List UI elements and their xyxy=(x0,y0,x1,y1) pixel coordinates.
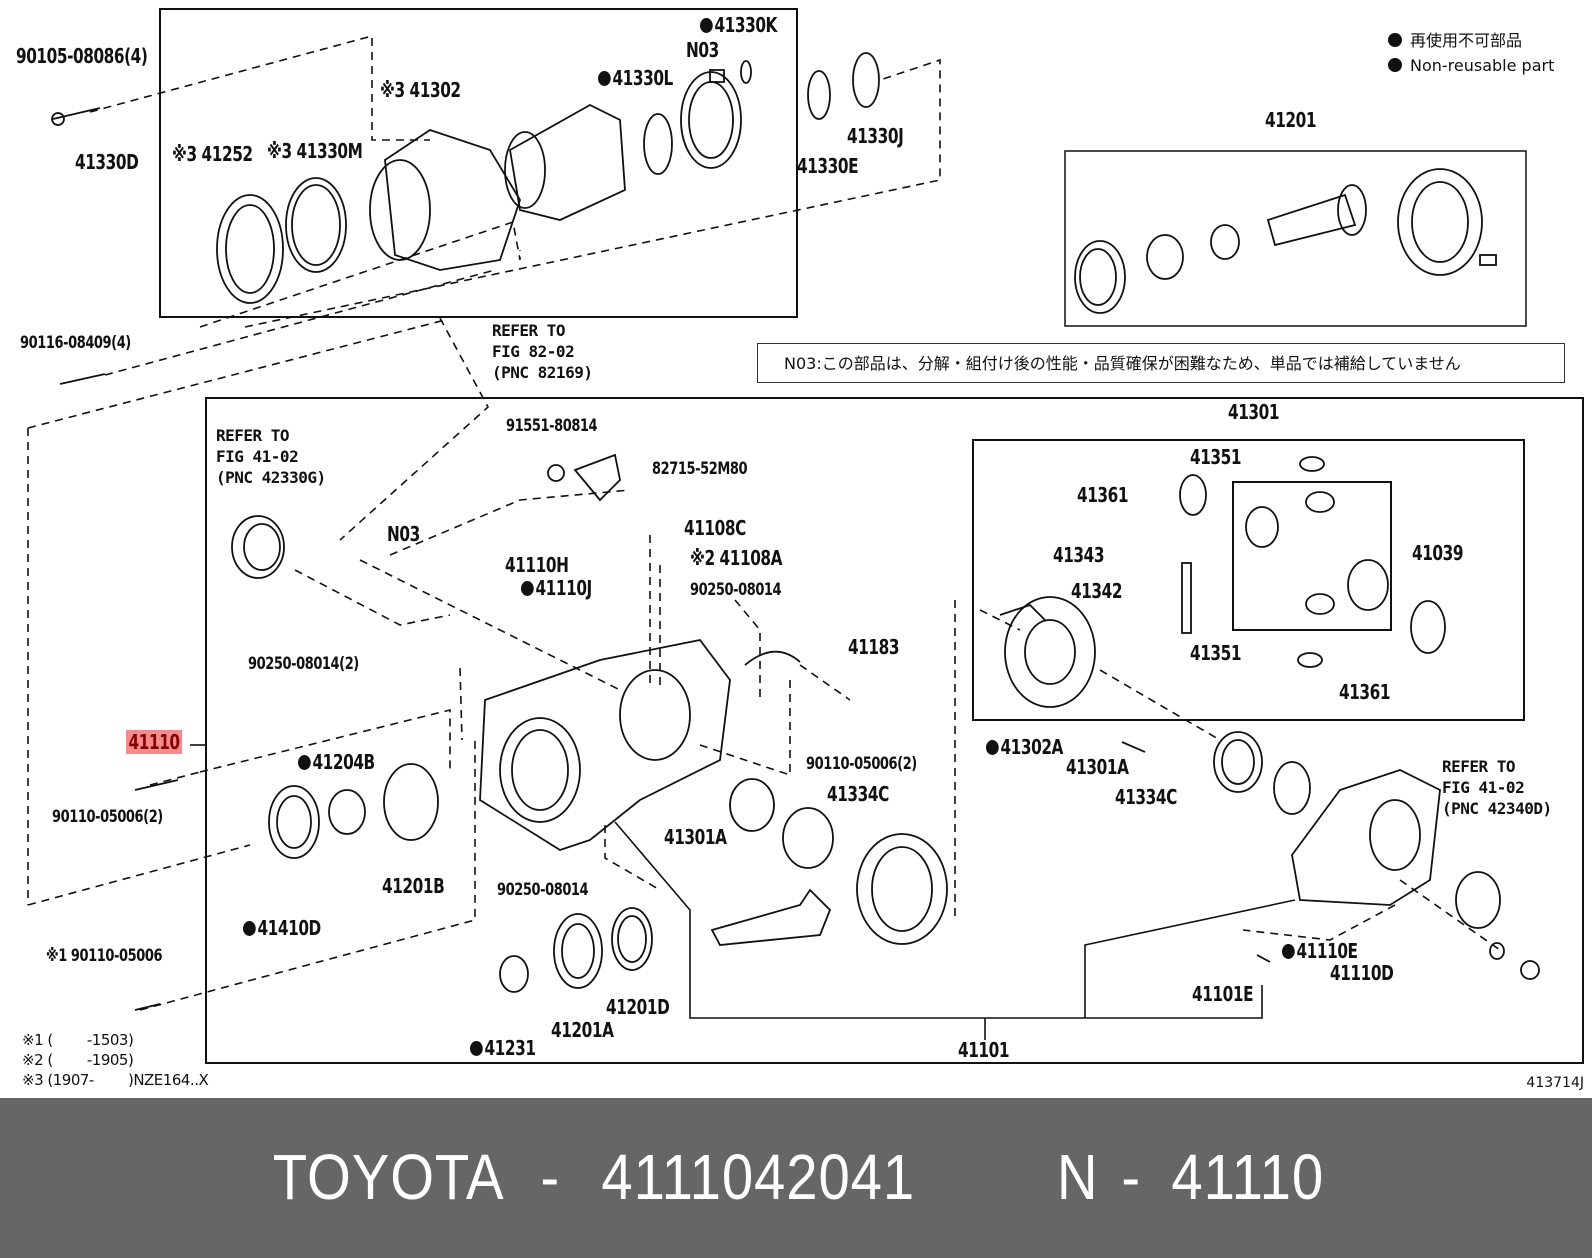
figure-id: 413714J xyxy=(1526,1075,1584,1091)
legend: 再使用不可部品 Non-reusable part xyxy=(1388,28,1554,78)
part-number: 41410D xyxy=(257,916,321,940)
part-label-41361-b[interactable]: 41361 xyxy=(1339,680,1391,704)
part-number: 41110J xyxy=(535,576,592,600)
group-box-41330D xyxy=(159,8,798,318)
part-label-41334C[interactable]: 41334C xyxy=(827,782,889,806)
separator: - xyxy=(1121,1141,1142,1213)
part-label-90250-08014-c[interactable]: 90250-08014 xyxy=(497,880,589,900)
part-label-41302A[interactable]: 41302A xyxy=(986,737,1063,757)
group-box-41110 xyxy=(205,397,1584,1064)
part-label-90250-08014-2[interactable]: 90250-08014(2) xyxy=(248,654,359,674)
non-reusable-icon xyxy=(1388,33,1402,47)
part-label-41301[interactable]: 41301 xyxy=(1228,400,1280,424)
non-reusable-icon xyxy=(298,755,311,770)
part-label-41252[interactable]: ※3 41252 xyxy=(172,142,253,166)
part-number: 41302A xyxy=(1000,735,1063,759)
diagram-linework xyxy=(27,8,1584,1064)
part-label-N03[interactable]: N03 xyxy=(387,522,420,546)
part-label-41201B[interactable]: 41201B xyxy=(382,874,445,898)
refer-note-42340D[interactable]: REFER TO FIG 41-02 (PNC 42340D) xyxy=(1442,757,1552,818)
group-box-41301 xyxy=(972,439,1525,721)
highlighted-part-label-41110[interactable]: 41110 xyxy=(126,730,183,754)
part-label-41110E[interactable]: 41110E xyxy=(1282,941,1358,961)
part-number: 41330L xyxy=(612,66,673,90)
part-label-41231[interactable]: 41231 xyxy=(470,1038,536,1058)
parts-diagram: 90105-08086(4) 41330D ※3 41252 ※3 41330M… xyxy=(16,8,1584,1091)
part-label-N03-top[interactable]: N03 xyxy=(686,38,719,62)
part-label-90110-05006-2-b[interactable]: 90110-05006(2) xyxy=(52,807,163,827)
part-label-82715-52M80[interactable]: 82715-52M80 xyxy=(652,459,748,479)
part-label-41201[interactable]: 41201 xyxy=(1265,108,1317,132)
part-label-41201A[interactable]: 41201A xyxy=(551,1018,614,1042)
part-label-41101[interactable]: 41101 xyxy=(958,1038,1010,1062)
part-label-41334C-right[interactable]: 41334C xyxy=(1115,785,1177,809)
footer-title: TOYOTA - 4111042041 N - 41110 xyxy=(0,1140,1592,1214)
part-label-41301A-right[interactable]: 41301A xyxy=(1066,755,1129,779)
part-label-90105-08086[interactable]: 90105-08086(4) xyxy=(16,44,148,68)
ref-code: 41110 xyxy=(1171,1141,1325,1213)
non-reusable-icon xyxy=(243,921,256,936)
non-reusable-icon xyxy=(700,18,713,33)
non-reusable-icon xyxy=(1282,944,1295,959)
part-label-90110-05006-s1[interactable]: ※1 90110-05006 xyxy=(46,946,163,966)
part-label-41330E[interactable]: 41330E xyxy=(797,154,859,178)
part-label-41342[interactable]: 41342 xyxy=(1071,579,1123,603)
brand-name: TOYOTA xyxy=(272,1141,505,1213)
part-number: 41330K xyxy=(714,13,777,37)
group-box-41039 xyxy=(1232,481,1392,631)
part-label-41361-a[interactable]: 41361 xyxy=(1077,483,1129,507)
footnote-2: ※2 ( -1905) xyxy=(22,1051,134,1069)
legend-item-jp: 再使用不可部品 xyxy=(1388,28,1554,53)
part-label-41110D[interactable]: 41110D xyxy=(1330,961,1394,985)
part-label-41110J[interactable]: 41110J xyxy=(521,578,592,598)
part-number: 4111042041 xyxy=(601,1141,916,1213)
non-reusable-icon xyxy=(521,581,534,596)
part-label-41110H[interactable]: 41110H xyxy=(505,553,569,577)
part-label-41330M[interactable]: ※3 41330M xyxy=(267,139,363,163)
part-label-41108C[interactable]: 41108C xyxy=(684,516,746,540)
part-label-41301A[interactable]: 41301A xyxy=(664,825,727,849)
part-label-91551-80814[interactable]: 91551-80814 xyxy=(506,416,598,436)
refer-note-42330G[interactable]: REFER TO FIG 41-02 (PNC 42330G) xyxy=(216,426,326,487)
non-reusable-icon xyxy=(598,71,611,86)
part-label-41039[interactable]: 41039 xyxy=(1412,541,1464,565)
part-label-41330L[interactable]: 41330L xyxy=(598,68,673,88)
part-label-90250-08014-a[interactable]: 90250-08014 xyxy=(690,580,782,600)
non-reusable-icon xyxy=(470,1041,483,1056)
part-number: 41110E xyxy=(1296,939,1358,963)
part-label-41343[interactable]: 41343 xyxy=(1053,543,1105,567)
part-label-41204B[interactable]: 41204B xyxy=(298,752,375,772)
legend-item-en: Non-reusable part xyxy=(1388,53,1554,78)
n03-note-box: N03:この部品は、分解・組付け後の性能・品質確保が困難なため、単品では補給して… xyxy=(757,343,1565,383)
footnote-3: ※3 (1907- )NZE164..X xyxy=(22,1071,209,1089)
part-label-41183[interactable]: 41183 xyxy=(848,635,900,659)
refer-note-82169[interactable]: REFER TO FIG 82-02 (PNC 82169) xyxy=(492,321,593,382)
part-number: 41231 xyxy=(484,1036,536,1060)
part-label-41101E[interactable]: 41101E xyxy=(1192,982,1254,1006)
part-label-41330K[interactable]: 41330K xyxy=(700,15,777,35)
part-label-41201D[interactable]: 41201D xyxy=(606,995,670,1019)
part-label-41351-b[interactable]: 41351 xyxy=(1190,641,1242,665)
separator: - xyxy=(540,1141,561,1213)
footer-banner: TOYOTA - 4111042041 N - 41110 xyxy=(0,1098,1592,1258)
legend-text: 再使用不可部品 xyxy=(1410,31,1523,50)
part-number: 41204B xyxy=(312,750,375,774)
group-box-41201 xyxy=(1064,150,1527,327)
part-label-90116-08409[interactable]: 90116-08409(4) xyxy=(20,333,131,353)
legend-text: Non-reusable part xyxy=(1410,56,1555,75)
part-label-41330D[interactable]: 41330D xyxy=(75,150,139,174)
part-label-41330J[interactable]: 41330J xyxy=(847,124,904,148)
non-reusable-icon xyxy=(1388,58,1402,72)
part-label-41302[interactable]: ※3 41302 xyxy=(380,78,461,102)
part-label-41410D[interactable]: 41410D xyxy=(243,918,321,938)
part-sketches xyxy=(51,52,1540,1011)
ref-prefix: N xyxy=(1057,1141,1099,1213)
non-reusable-icon xyxy=(986,740,999,755)
footnote-1: ※1 ( -1503) xyxy=(22,1031,134,1049)
part-label-90110-05006-2-a[interactable]: 90110-05006(2) xyxy=(806,754,917,774)
part-label-41108A[interactable]: ※2 41108A xyxy=(690,546,783,570)
part-label-41351-a[interactable]: 41351 xyxy=(1190,445,1242,469)
